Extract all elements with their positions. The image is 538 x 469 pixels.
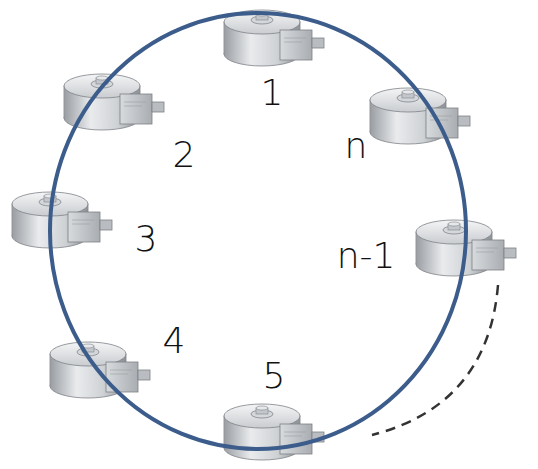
callout-number: 5 (263, 358, 286, 394)
callout-number: n (345, 128, 368, 164)
callout-number: 3 (135, 221, 158, 257)
callout-number: 2 (173, 137, 196, 173)
callout-number: 1 (261, 75, 284, 111)
callout-number: 4 (163, 323, 186, 359)
callout-number: n-1 (337, 238, 396, 274)
